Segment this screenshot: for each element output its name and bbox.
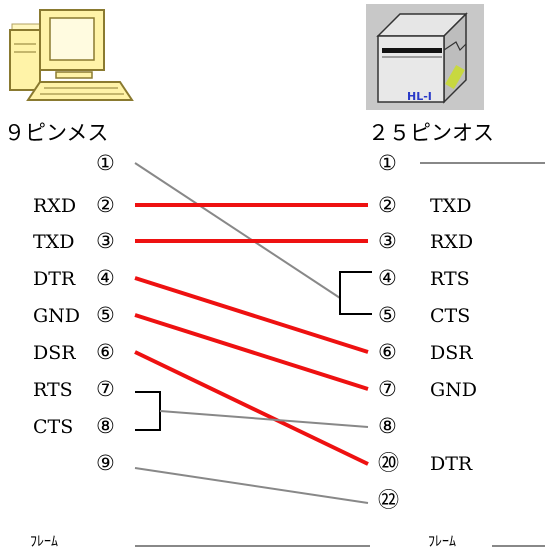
right-frame-label: ﾌﾚｰﾑ: [428, 534, 456, 550]
right-pin-3-signal: RXD: [430, 231, 473, 253]
right-connector-title: ２５ピンオス: [368, 121, 494, 145]
wire-dtr-dsr: [134, 276, 369, 354]
right-pin-8: ⑧: [378, 414, 397, 438]
left-pin-5-signal: GND: [33, 305, 80, 327]
wire-gnd-gnd: [134, 313, 369, 391]
right-pin-7: ⑦: [378, 377, 397, 401]
left-pin-2: ②: [96, 193, 115, 217]
right-pin-4-signal: RTS: [430, 268, 470, 290]
right-pin-6: ⑥: [378, 340, 397, 364]
left-connector-title: ９ピンメス: [4, 121, 108, 145]
left-pin-3: ③: [96, 229, 115, 253]
left-pin-8-signal: CTS: [33, 416, 73, 438]
left-pin-7: ⑦: [96, 377, 115, 401]
right-pin-2-signal: TXD: [430, 195, 471, 217]
right-pin-list: ① ② TXD ③ RXD ④ RTS ⑤ CTS ⑥ DSR ⑦ GND ⑧ …: [378, 151, 477, 550]
left-pin-8: ⑧: [96, 414, 115, 438]
left-pin-4: ④: [96, 266, 115, 290]
right-pin-20: ⑳: [378, 451, 399, 475]
left-pin-5: ⑤: [96, 303, 115, 327]
left-pin-7-signal: RTS: [33, 379, 73, 401]
left-pin-6: ⑥: [96, 340, 115, 364]
computer-icon: [9, 9, 134, 101]
device-label: HL-I: [407, 90, 432, 103]
right-pin-2: ②: [378, 193, 397, 217]
right-pin-3: ③: [378, 229, 397, 253]
right-pin-20-signal: DTR: [430, 453, 473, 475]
left-pin-3-signal: TXD: [33, 231, 74, 253]
left-frame-label: ﾌﾚｰﾑ: [30, 534, 58, 550]
left-pin-list: ① RXD ② TXD ③ DTR ④ GND ⑤ DSR ⑥ RTS ⑦ CT…: [30, 151, 115, 550]
right-pin-1: ①: [378, 151, 397, 175]
right-pin-4: ④: [378, 266, 397, 290]
left-pin-4-signal: DTR: [33, 268, 76, 290]
left-rts-cts-bracket: [135, 391, 161, 431]
left-pin-9: ⑨: [96, 451, 115, 475]
wires: [134, 162, 545, 547]
wire-left-loop-to-right8: [159, 410, 369, 428]
wire-dsr-dtr: [134, 350, 369, 466]
left-pin-2-signal: RXD: [33, 195, 76, 217]
right-pin-7-signal: GND: [430, 379, 477, 401]
wire-left9-to-right22: [134, 467, 369, 504]
left-pin-1: ①: [96, 151, 115, 175]
right-pin-5-signal: CTS: [430, 305, 470, 327]
right-pin-5: ⑤: [378, 303, 397, 327]
wire-left1-to-right-loop: [134, 162, 341, 299]
right-pin-22: ㉒: [378, 488, 399, 512]
left-pin-6-signal: DSR: [33, 342, 76, 364]
right-pin-6-signal: DSR: [430, 342, 473, 364]
printer-icon: HL-I: [366, 4, 484, 110]
right-rts-cts-bracket: [339, 271, 372, 315]
